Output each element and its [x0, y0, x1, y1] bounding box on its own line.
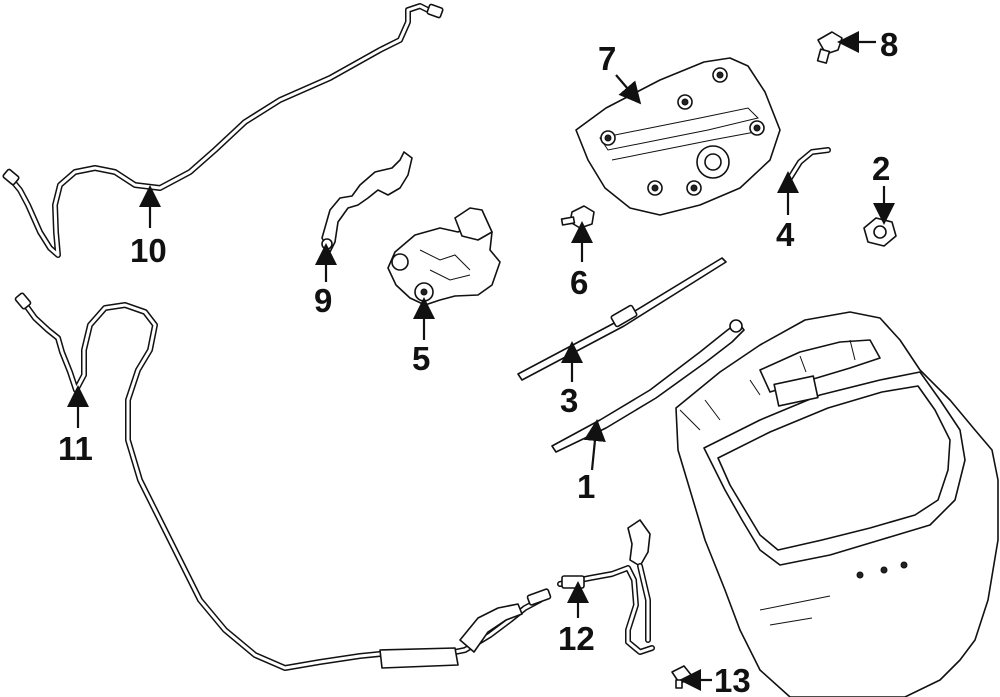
callout-13: 13	[679, 662, 751, 697]
wiper-motor	[387, 207, 501, 306]
callout-5: 5	[412, 297, 435, 377]
callout-label-5: 5	[412, 340, 430, 377]
callout-10: 10	[130, 185, 167, 269]
washer-hose-lower	[14, 292, 552, 671]
cover-plate-fastener-holes	[600, 67, 765, 196]
callout-label-7: 7	[598, 40, 616, 77]
connector-hose	[557, 519, 655, 655]
callout-2: 2	[872, 150, 895, 225]
callout-label-4: 4	[776, 216, 795, 253]
callout-label-3: 3	[560, 382, 578, 419]
callout-label-9: 9	[314, 282, 332, 319]
callout-9: 9	[314, 243, 337, 319]
callout-1: 1	[577, 419, 606, 505]
callout-label-10: 10	[130, 232, 167, 269]
callout-12: 12	[558, 581, 595, 657]
callout-label-11: 11	[58, 430, 93, 467]
callout-label-13: 13	[714, 662, 751, 697]
callout-6: 6	[570, 221, 593, 301]
callout-label-2: 2	[872, 150, 890, 187]
callout-11: 11	[58, 385, 93, 467]
callout-3: 3	[560, 341, 583, 419]
nut	[863, 217, 897, 247]
callout-label-8: 8	[880, 26, 898, 63]
wiper-arm	[551, 319, 745, 453]
callout-7: 7	[598, 40, 642, 105]
small-hose	[787, 147, 831, 181]
washer-hose-upper	[2, 3, 444, 258]
bolt	[816, 31, 843, 64]
liftgate	[675, 311, 999, 697]
hose-fitting	[671, 665, 693, 689]
callout-label-6: 6	[570, 264, 588, 301]
liftgate-fasteners	[856, 561, 908, 579]
callout-label-1: 1	[577, 468, 595, 505]
hose-bracket	[321, 151, 413, 253]
callout-4: 4	[776, 171, 799, 253]
cover-plate	[575, 57, 781, 216]
screw	[560, 205, 595, 229]
callout-8: 8	[837, 26, 898, 63]
callout-label-12: 12	[558, 620, 595, 657]
